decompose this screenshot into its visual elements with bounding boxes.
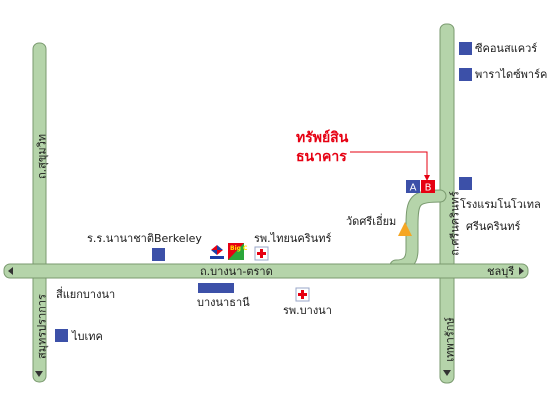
bangna-thani-label: บางนาธานี: [197, 296, 250, 309]
thepharak-label: เทพารักษ์: [443, 317, 457, 362]
arrow-down-icon: [443, 370, 451, 376]
berkeley-label: ร.ร.นานาชาติBerkeley: [87, 232, 202, 245]
target-title-line2: ธนาคาร: [296, 149, 347, 165]
bangna-hospital-label: รพ.บางนา: [283, 304, 332, 317]
sukhumvit-road-label: ถ.สุขุมวิท: [35, 133, 49, 180]
thainakarin-hospital-icon: [254, 246, 269, 261]
seacon-label: ซีคอนสแควร์: [475, 42, 538, 55]
temple-icon: [398, 222, 412, 236]
marker-b-label: B: [425, 183, 432, 194]
paradise-label: พาราไดซ์พาร์ค: [475, 68, 548, 81]
intersection-label: สี่แยกบางนา: [56, 288, 116, 301]
novotel-label-line1: โรงแรมโนโวเทล: [460, 198, 541, 211]
marker-b: B: [421, 180, 435, 194]
bangna-hospital-icon: [295, 287, 310, 302]
marker-a-label: A: [410, 183, 417, 194]
thainakarin-label: รพ.ไทยนครินทร์: [254, 232, 332, 245]
bangna-thani-icon: [198, 283, 234, 293]
arrow-right-icon: [519, 267, 524, 275]
bangna-trat-road: [3, 263, 529, 279]
novotel-label-line2: ศรีนครินทร์: [466, 220, 521, 233]
target-pointer-arrow-icon: [424, 175, 430, 181]
srinakarin-road-label: ถ.ศรีนครินทร์: [448, 191, 462, 256]
marker-a: A: [406, 180, 420, 194]
berkeley-icon: [152, 248, 165, 261]
big-c-logo-icon: Big C: [228, 243, 248, 260]
big-c-label: Big C: [230, 245, 248, 252]
samut-prakan-label: สมุทรปราการ: [35, 294, 49, 359]
target-pointer-line: [350, 151, 428, 176]
carrefour-logo-icon: [210, 245, 224, 259]
arrow-down-icon: [35, 371, 43, 377]
target-title-line1: ทรัพย์สิน: [296, 130, 349, 146]
sukhumvit-road: [32, 42, 47, 383]
bitec-icon: [55, 329, 68, 342]
seacon-icon: [459, 42, 472, 55]
paradise-icon: [459, 68, 472, 81]
bitec-label: ไบเทค: [72, 330, 103, 343]
chonburi-label: ชลบุรี: [487, 265, 515, 278]
arrow-left-icon: [8, 267, 13, 275]
wat-label: วัดศรีเอี่ยม: [346, 215, 397, 228]
srinakarin-road: [439, 23, 455, 384]
novotel-icon: [459, 177, 472, 190]
bangna-trat-road-label: ถ.บางนา-ตราด: [200, 265, 273, 278]
